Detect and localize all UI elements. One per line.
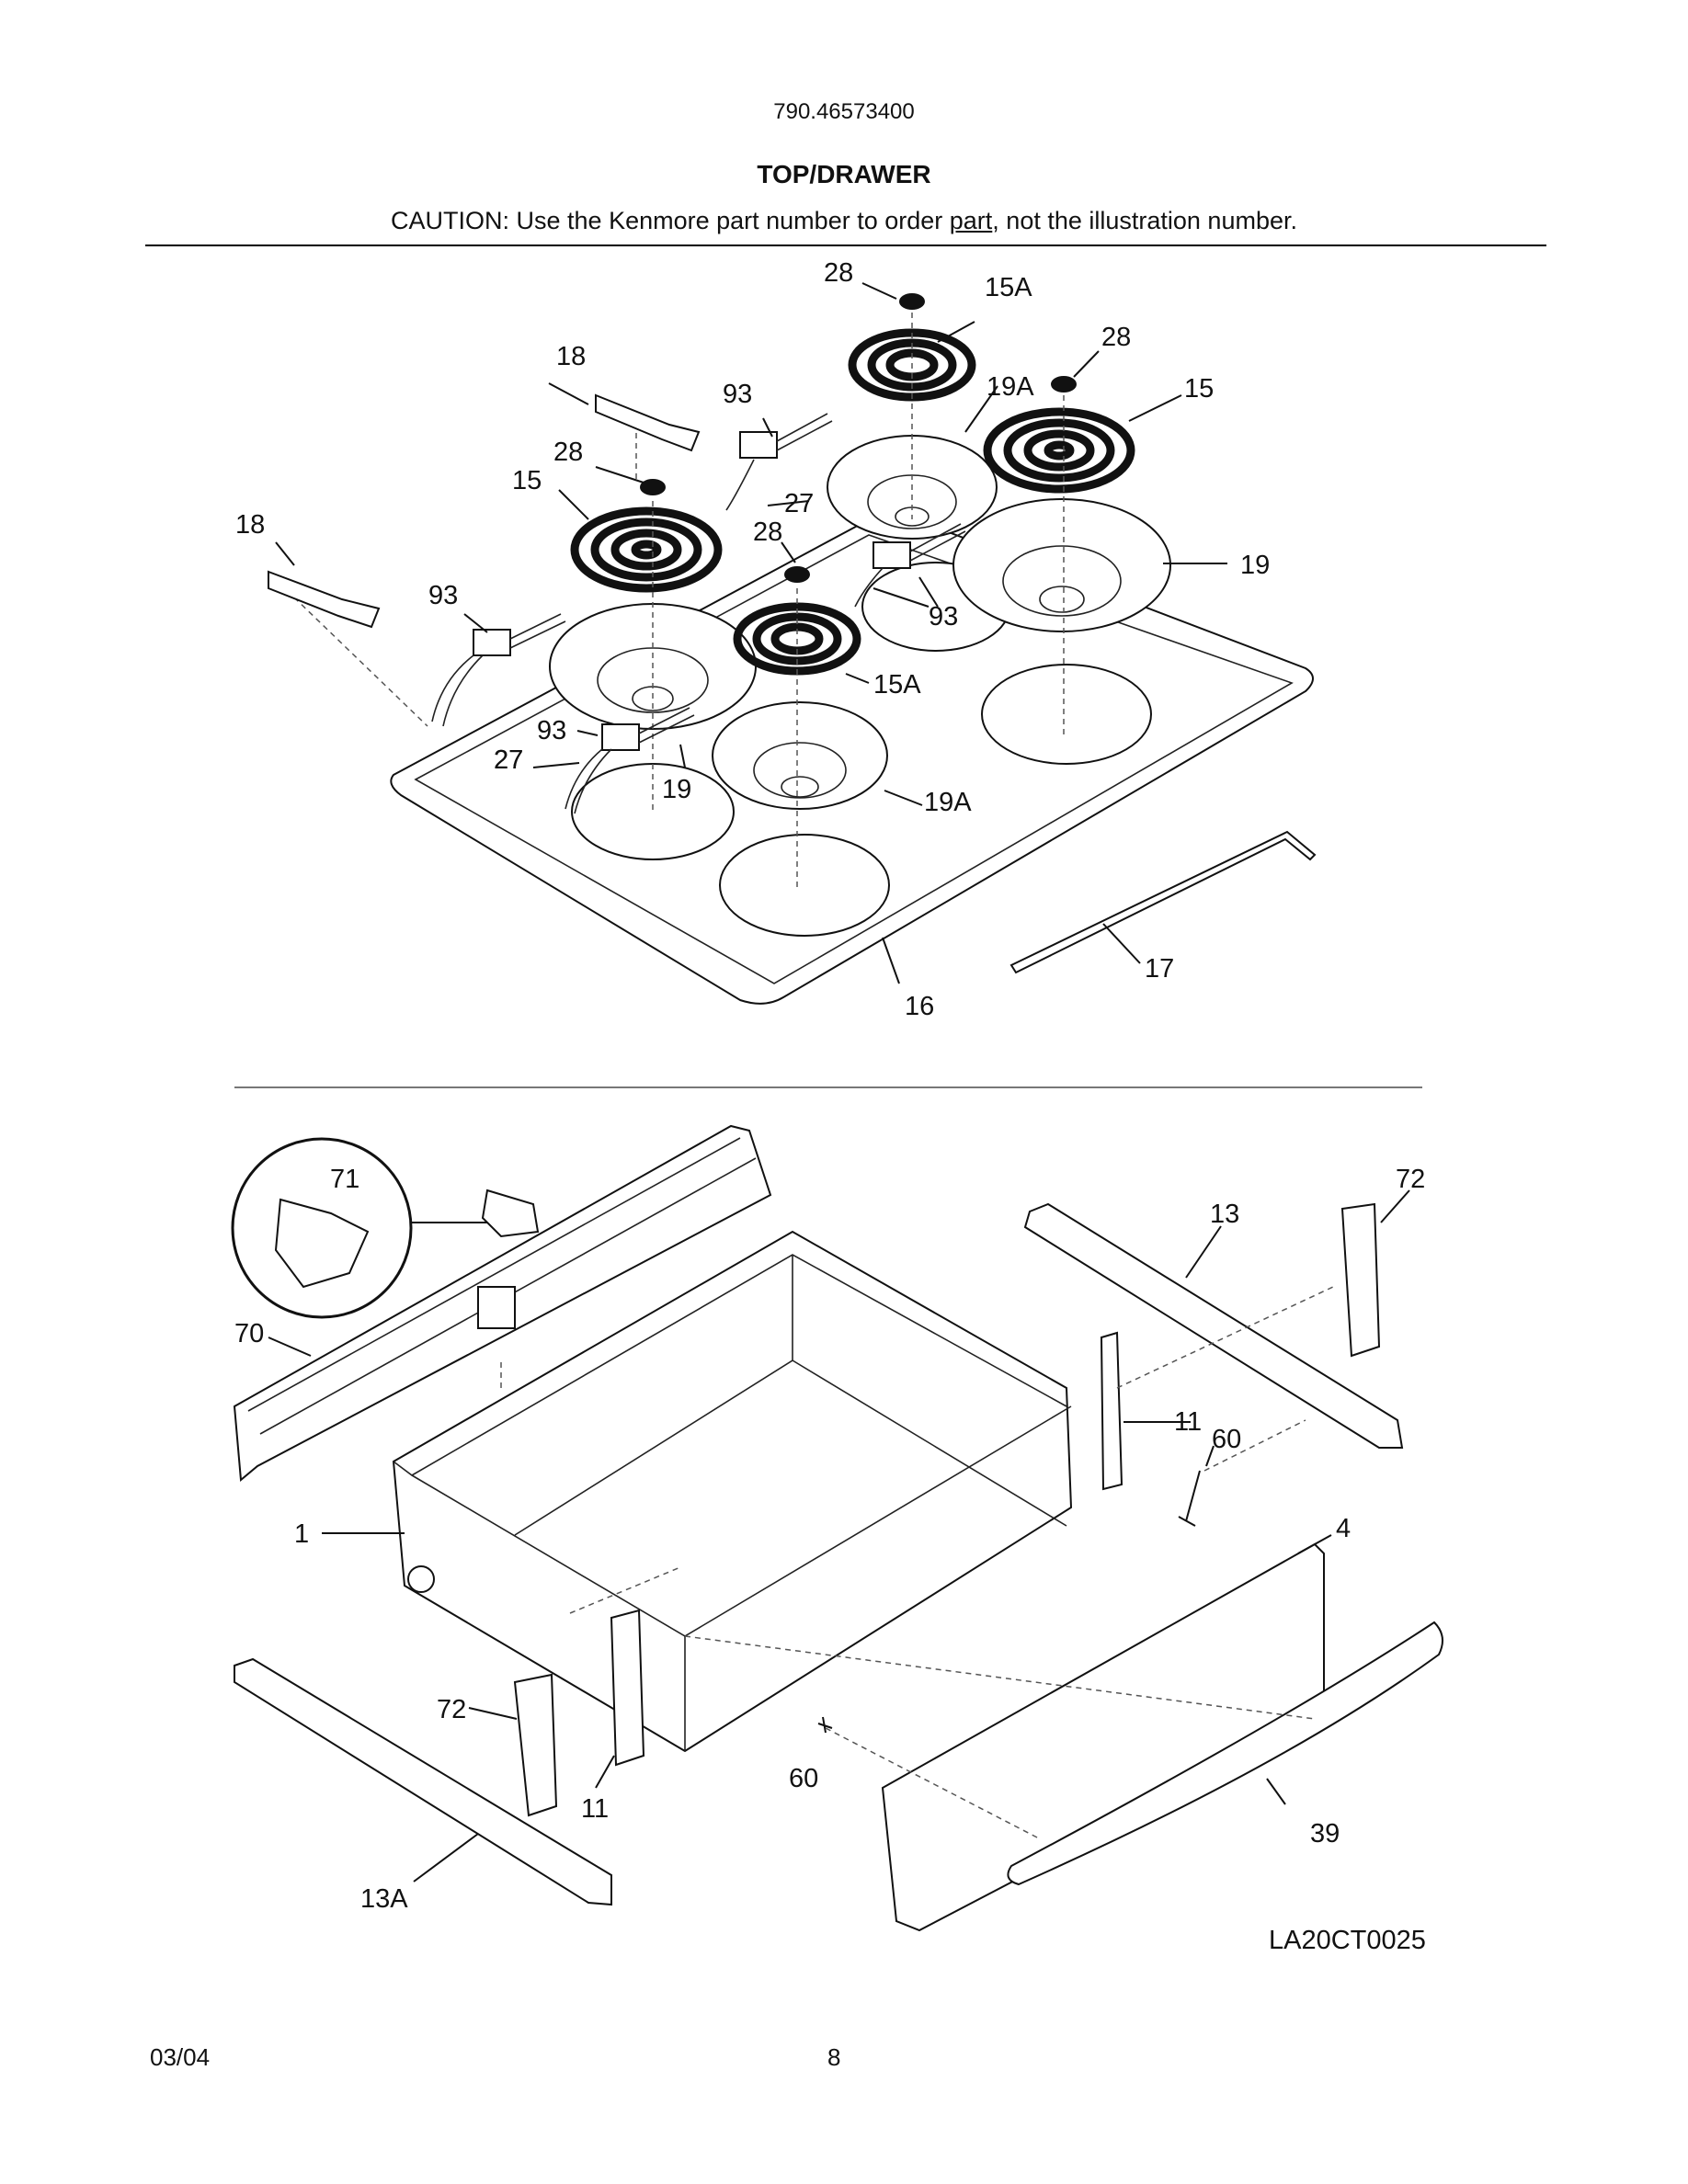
drawer-rail-13a (234, 1657, 612, 1906)
callout: 27 (494, 745, 523, 775)
drawer-roller (407, 1565, 435, 1593)
callout-labels: 28 15A 28 15 18 93 19A 28 15 27 28 18 93… (234, 258, 1425, 1914)
callout: 27 (494, 745, 523, 775)
glide-71 (274, 1198, 370, 1289)
drawer-assembly (231, 1124, 1443, 1932)
drawer-rail-13 (1023, 1202, 1404, 1449)
callout: 11 (581, 1794, 609, 1824)
page-title: TOP/DRAWER (757, 160, 931, 188)
callout: 18 (556, 342, 586, 371)
callout: 15A (873, 670, 921, 700)
glide-71-small (481, 1189, 540, 1238)
callout: 15A (985, 273, 1032, 302)
callout: 60 (789, 1764, 818, 1793)
screw-60 (1178, 1470, 1201, 1527)
trim-rod-17 (1009, 830, 1317, 974)
burner-well (719, 834, 890, 937)
drip-bowl-19a (712, 701, 888, 810)
receptacle-93 (601, 707, 695, 751)
trim-cap-28 (1051, 376, 1077, 392)
cooktop-assembly (268, 282, 1317, 1005)
callout: 13A (360, 1884, 408, 1914)
receptacle-93 (873, 523, 966, 569)
callout: 72 (1396, 1165, 1425, 1194)
receptacle-93 (473, 613, 566, 656)
caution-note: CAUTION: Use the Kenmore part number to … (0, 207, 1688, 235)
drawer-slide-72 (513, 1673, 558, 1817)
wire-lead-27 (431, 459, 884, 814)
trim-cap-28 (784, 566, 810, 583)
clip (477, 1286, 516, 1329)
callout: 11 (1174, 1407, 1202, 1437)
callout: 27 (784, 489, 814, 518)
callout: 13 (1210, 1200, 1239, 1229)
callout: 93 (428, 581, 458, 610)
callout: 1 (294, 1519, 309, 1549)
trim-cap-28 (640, 479, 666, 495)
callout: 71 (330, 1165, 359, 1194)
bracket-18 (268, 570, 381, 629)
caution-underlined-word: part (949, 207, 993, 234)
callout: 93 (537, 716, 566, 745)
callout: 17 (1145, 954, 1174, 984)
coil-element-15 (570, 506, 723, 593)
callout: 18 (235, 510, 265, 540)
callout: 19 (1240, 551, 1270, 580)
drawer-bracket-11 (1100, 1331, 1123, 1491)
callout: 93 (929, 602, 958, 631)
model-number: 790.46573400 (773, 99, 915, 124)
callout: 19A (924, 788, 972, 817)
callout: 4 (1336, 1514, 1351, 1543)
callout: 19A (987, 372, 1034, 402)
callout: 15 (512, 466, 542, 495)
callout: 60 (1212, 1425, 1241, 1454)
callout: 39 (1310, 1819, 1340, 1848)
drawer-handle-39 (1007, 1621, 1443, 1886)
trim-cap-28 (899, 293, 925, 310)
callout: 19 (662, 775, 691, 804)
callout: 93 (723, 380, 752, 409)
coil-element-15 (983, 407, 1135, 494)
callout: 28 (753, 518, 782, 547)
burner-well (981, 664, 1152, 765)
caution-suffix: , not the illustration number. (992, 207, 1297, 234)
callout: 28 (824, 258, 853, 288)
callout: 72 (437, 1695, 466, 1724)
caution-prefix: CAUTION: Use the Kenmore part number to … (391, 207, 950, 234)
callout: 28 (1101, 323, 1131, 352)
drip-bowl-19 (952, 498, 1171, 632)
screw-60 (817, 1716, 833, 1734)
receptacle-93 (739, 413, 833, 459)
header-rule (145, 245, 1546, 246)
callout: 28 (553, 438, 583, 467)
diagram-code: LA20CT0025 (1269, 1926, 1426, 1955)
cooktop-panel-rim (414, 534, 1294, 984)
callout: 15 (1184, 374, 1214, 404)
page-number: 8 (827, 2043, 841, 2071)
drawer-body-1 (392, 1230, 1073, 1753)
footer-date: 03/04 (150, 2043, 211, 2071)
callout: 16 (905, 992, 934, 1021)
callout: 70 (234, 1319, 264, 1348)
drawer-bracket-11 (610, 1609, 645, 1767)
drawer-slide-72 (1340, 1202, 1381, 1358)
bracket-18 (595, 393, 701, 452)
